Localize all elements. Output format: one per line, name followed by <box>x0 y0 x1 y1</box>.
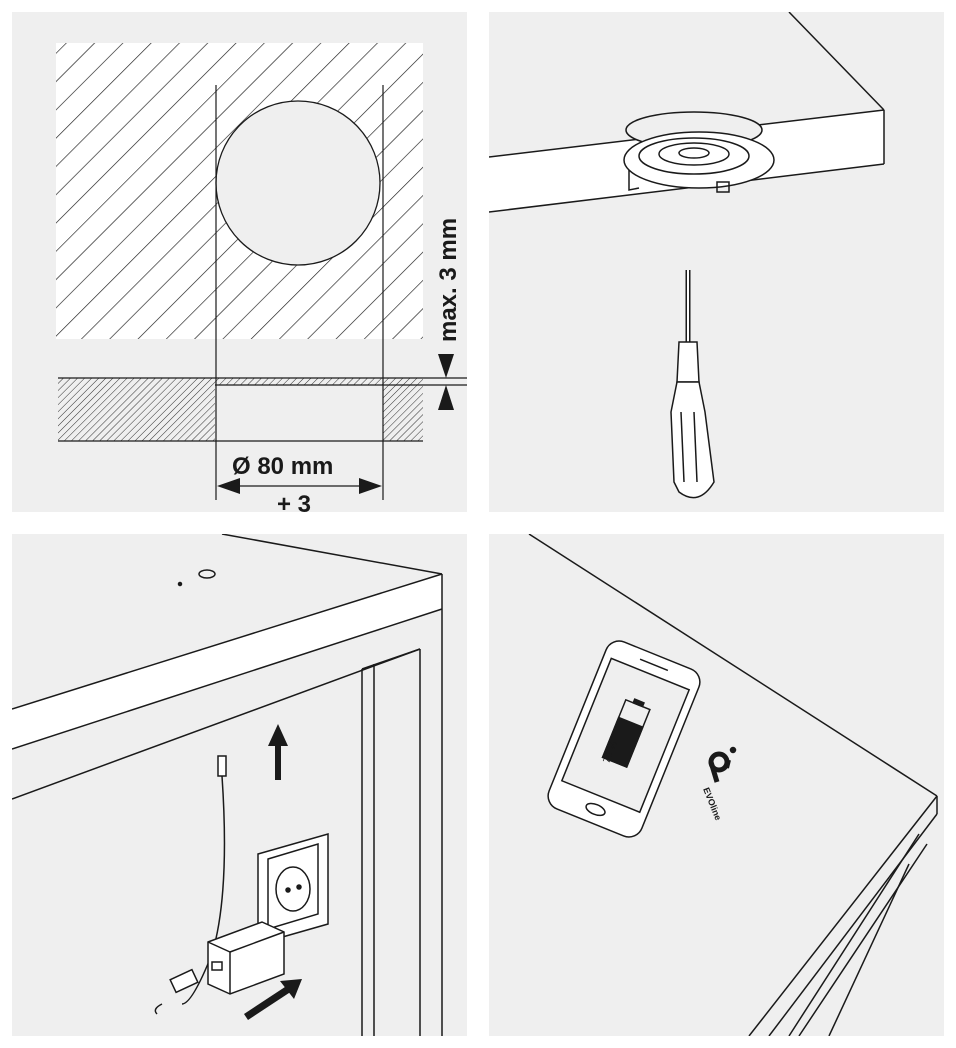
dimension-lines <box>215 85 454 500</box>
cutout-circle <box>215 100 381 266</box>
panel-cutout-dimensions: max. 3 mm Ø 80 mm + 3 <box>12 12 467 512</box>
charging-drawing: 70 % EVOline <box>528 534 938 1036</box>
panel-power-connection <box>12 534 467 1036</box>
screwdriver-icon <box>670 270 715 499</box>
module-top-icon <box>177 569 216 587</box>
panel-wireless-charging: 70 % EVOline <box>489 534 944 1036</box>
depth-label: max. 3 mm <box>435 218 462 342</box>
usb-cable-icon <box>154 755 227 1015</box>
wall-socket-icon <box>257 833 329 945</box>
table-frame <box>12 534 443 1036</box>
battery-icon <box>601 698 651 769</box>
mounting-drawing <box>489 12 885 499</box>
arrow-up-icon <box>268 724 288 780</box>
brand-label: EVOline <box>701 786 723 822</box>
arrow-plug-in-icon <box>244 979 302 1020</box>
top-view-hatched-surface <box>56 43 423 339</box>
smartphone-icon <box>547 640 701 838</box>
cutout-drawing: max. 3 mm Ø 80 mm + 3 <box>56 43 467 512</box>
section-view <box>58 377 467 442</box>
power-drawing <box>12 534 443 1036</box>
diameter-label: Ø 80 mm <box>232 453 333 480</box>
tolerance-label: + 3 <box>277 491 311 512</box>
panel-mounting <box>489 12 944 512</box>
usb-power-adapter-icon <box>207 921 285 995</box>
qi-logo <box>708 746 737 783</box>
table-frame <box>528 534 938 1036</box>
charger-module <box>623 111 775 193</box>
